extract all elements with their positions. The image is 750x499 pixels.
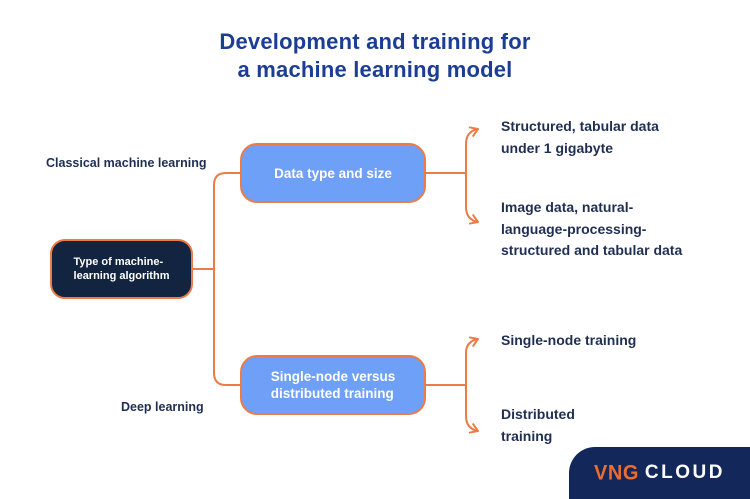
- leaf-line: Structured, tabular data: [501, 118, 659, 134]
- node-data-type-label: Data type and size: [274, 165, 392, 181]
- leaf-line: training: [501, 427, 553, 444]
- leaf-line: Image data, natural-: [501, 199, 634, 215]
- page-title-line2: a machine learning model: [237, 57, 513, 82]
- leaf-structured-tabular: Structured, tabular data under 1 gigabyt…: [501, 116, 659, 159]
- brand-strip: VNG CLOUD: [569, 447, 750, 499]
- leaf-line: Distributed: [501, 406, 575, 422]
- page-title-line1: Development and training for: [219, 29, 531, 54]
- node-single-vs-distributed: Single-node versus distributed training: [240, 355, 426, 415]
- leaf-single-node-training: Single-node training: [501, 330, 636, 352]
- trunk-connector-line: [213, 172, 241, 386]
- leaf-distributed-training: Distributed training: [501, 404, 575, 447]
- leaf-line: language-processing-: [501, 220, 647, 237]
- node-data-type-and-size: Data type and size: [240, 143, 426, 203]
- leaf-image-nlp-data: Image data, natural- language-processing…: [501, 197, 682, 262]
- root-node-label: Type of machine- learning algorithm: [74, 255, 170, 283]
- node-single-vs-distributed-label: Single-node versus distributed training: [271, 368, 396, 402]
- branch-label-classical-ml: Classical machine learning: [46, 156, 207, 170]
- root-node-type-of-algorithm: Type of machine- learning algorithm: [50, 239, 193, 299]
- bottom-fork-line: [465, 338, 478, 432]
- arrow-icon: [468, 214, 479, 225]
- top-fork-line: [465, 128, 478, 223]
- root-node-label-line2: learning algorithm: [73, 270, 170, 282]
- vng-logo: VNG: [594, 460, 639, 485]
- leaf-line: structured and tabular data: [501, 242, 683, 258]
- node-label-line1: Single-node versus: [270, 369, 396, 384]
- arrow-icon: [468, 126, 479, 137]
- page-title: Development and training for a machine l…: [0, 28, 750, 84]
- root-node-label-line1: Type of machine-: [73, 256, 164, 268]
- branch-label-deep-learning: Deep learning: [121, 400, 204, 414]
- cloud-wordmark: CLOUD: [644, 462, 725, 483]
- leaf-line: under 1 gigabyte: [501, 139, 614, 156]
- leaf-line: Single-node training: [501, 332, 637, 348]
- arrow-icon: [468, 336, 479, 347]
- node-label-line2: distributed training: [270, 386, 394, 401]
- arrow-icon: [468, 423, 479, 434]
